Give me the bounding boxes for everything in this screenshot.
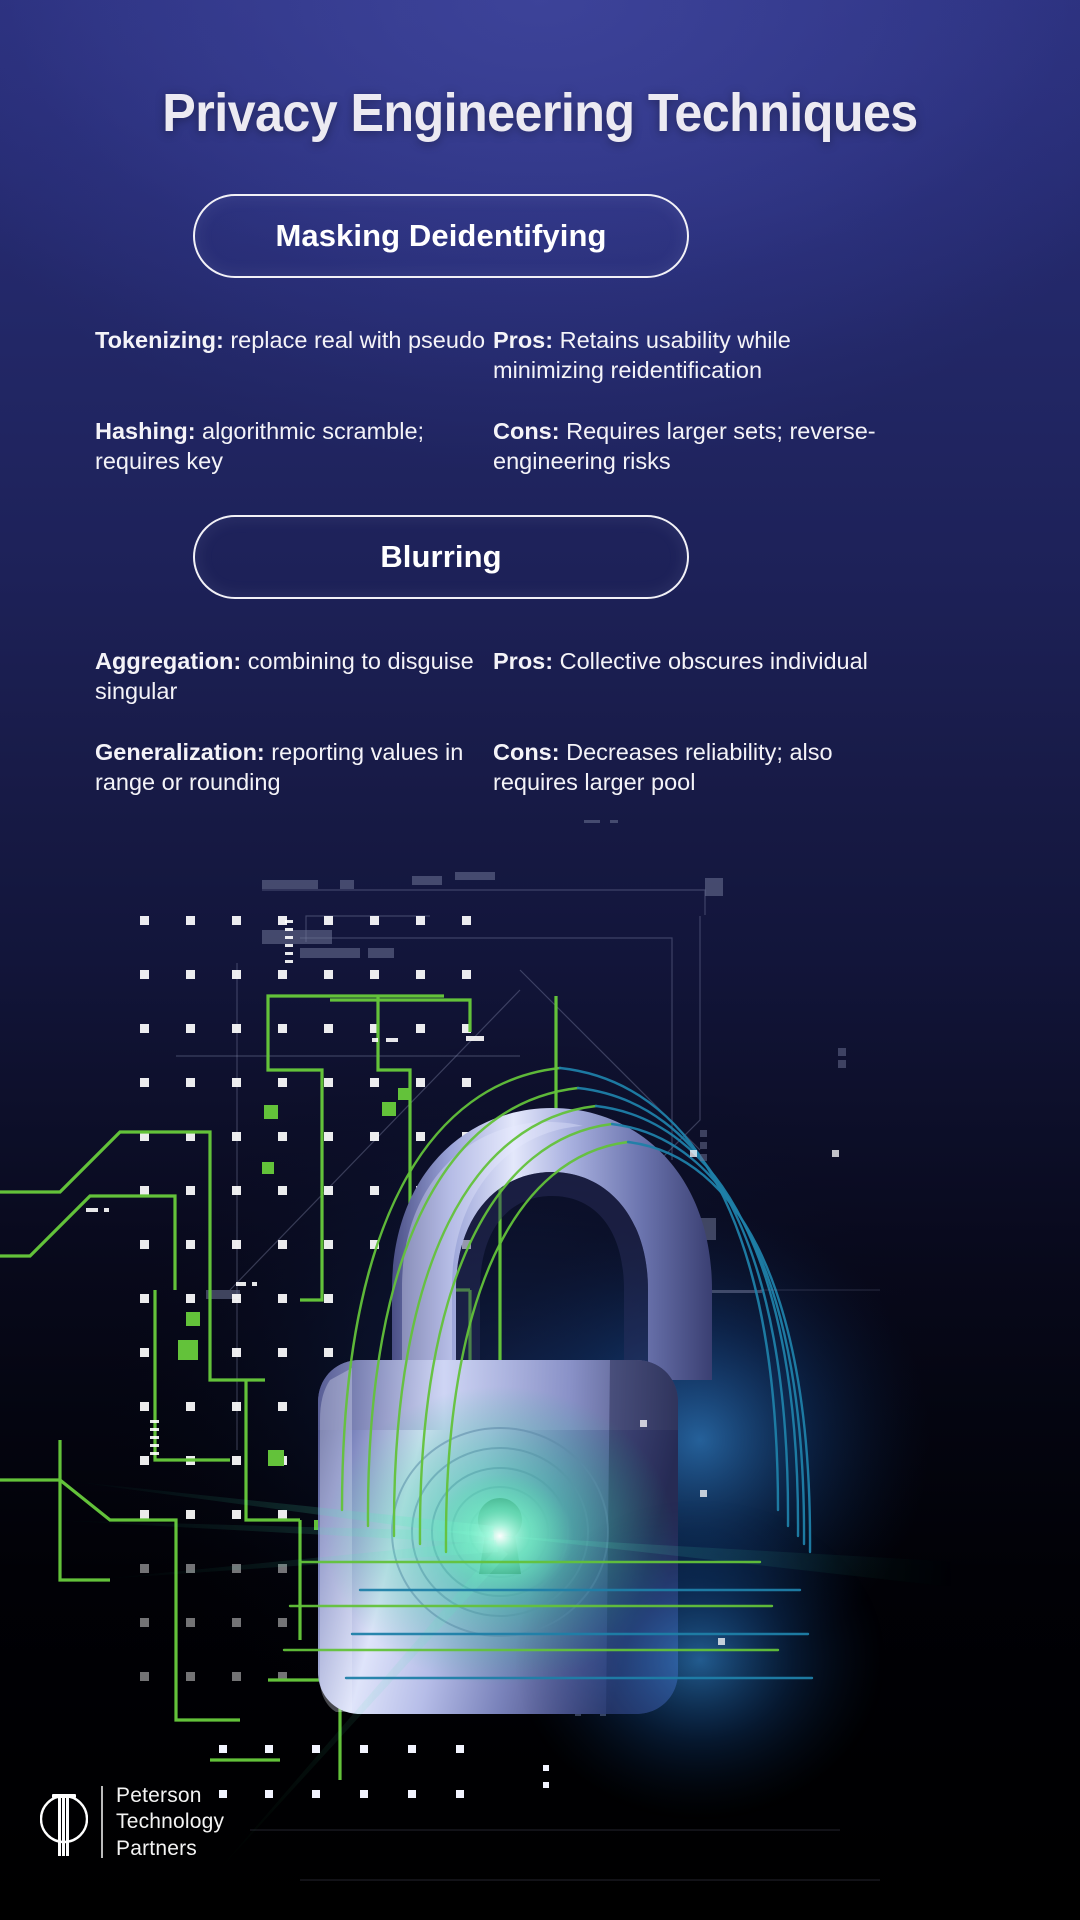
- entry-hashing: Hashing: algorithmic scramble; requires …: [95, 416, 495, 476]
- entry-aggregation-desc: combining to disguise singular: [95, 648, 474, 704]
- entry-masking-cons: Cons: Requires larger sets; reverse- eng…: [493, 416, 893, 476]
- entry-generalization: Generalization: reporting values in rang…: [95, 737, 495, 797]
- entry-blurring-cons-desc: Decreases reliability; also requires lar…: [493, 739, 833, 795]
- entry-tokenizing-desc: replace real with pseudo: [223, 327, 486, 353]
- section-pill-masking-label: Masking Deidentifying: [275, 218, 607, 253]
- entry-blurring-cons-term: Cons:: [493, 739, 560, 765]
- entry-masking-pros-term: Pros:: [493, 327, 554, 353]
- logo-wordmark: Peterson Technology Partners: [116, 1783, 224, 1863]
- entry-hashing-term: Hashing:: [95, 418, 196, 444]
- page-title: Privacy Engineering Techniques: [162, 83, 918, 143]
- entry-blurring-cons: Cons: Decreases reliability; also requir…: [493, 737, 893, 797]
- entry-masking-cons-term: Cons:: [493, 418, 560, 444]
- logo-line-1: Peterson: [116, 1783, 202, 1807]
- logo-line-3: Partners: [116, 1836, 197, 1860]
- entry-aggregation: Aggregation: combining to disguise singu…: [95, 646, 495, 706]
- section-pill-masking[interactable]: Masking Deidentifying: [193, 194, 689, 278]
- entry-blurring-pros-desc: Collective obscures individual: [553, 648, 868, 674]
- entry-masking-pros-desc: Retains usability while minimizing reide…: [493, 327, 791, 383]
- entry-tokenizing-term: Tokenizing:: [95, 327, 224, 353]
- entry-aggregation-term: Aggregation:: [95, 648, 242, 674]
- logo-line-2: Technology: [116, 1810, 225, 1833]
- entry-masking-cons-desc: Requires larger sets; reverse- engineeri…: [493, 418, 876, 474]
- section-pill-blurring-label: Blurring: [380, 539, 502, 574]
- entry-blurring-pros: Pros: Collective obscures individual: [493, 646, 893, 676]
- pillar-monogram-icon: [39, 1786, 89, 1858]
- entry-generalization-desc: reporting values in range or rounding: [95, 739, 464, 795]
- section-pill-blurring[interactable]: Blurring: [193, 515, 689, 599]
- logo-divider: [101, 1786, 103, 1859]
- entry-blurring-pros-term: Pros:: [493, 648, 554, 674]
- padlock-circuit-illustration: [0, 820, 1080, 1920]
- brand-logo[interactable]: Peterson Technology Partners: [39, 1783, 224, 1863]
- entry-generalization-term: Generalization:: [95, 739, 265, 765]
- entry-hashing-desc: algorithmic scramble; requires key: [95, 418, 425, 474]
- entry-tokenizing: Tokenizing: replace real with pseudo: [95, 325, 495, 355]
- entry-masking-pros: Pros: Retains usability while minimizing…: [493, 325, 893, 385]
